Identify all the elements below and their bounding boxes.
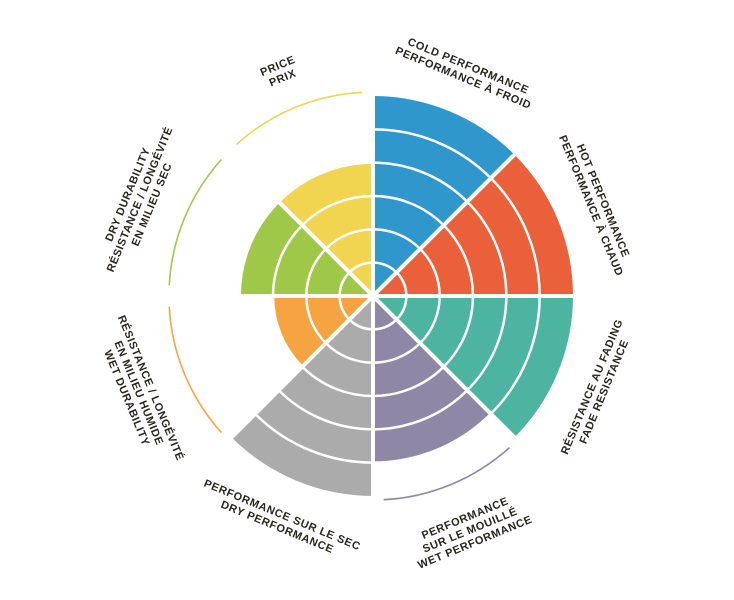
sector-divider: [226, 149, 375, 298]
label-cold-performance: COLD PERFORMANCEPERFORMANCE À FROID: [393, 33, 537, 112]
label-fade-resistance: RÉSISTANCE AU FADINGFADE RESISTANCE: [558, 317, 638, 461]
center-hub: [367, 290, 379, 302]
sector-divider: [371, 149, 520, 298]
sector-dry-performance: [231, 296, 373, 496]
sector-divider: [371, 294, 520, 443]
sector-wet-performance: [373, 296, 491, 463]
sector-wet-durability: [273, 296, 373, 367]
max-arc-price: [235, 91, 363, 145]
label-price: PRICEPRIX: [259, 54, 302, 91]
label-line: RÉSISTANCE / LONGÉVITÉ: [104, 125, 176, 274]
label-wet-durability: RÉSISTANCE / LONGÉVITÉEN MILIEU HUMIDEWE…: [91, 313, 187, 472]
label-wet-performance: PERFORMANCESUR LE MOUILLÉWET PERFORMANCE: [406, 490, 534, 572]
sector-price: [278, 162, 373, 296]
max-arc-dry-durability: [168, 158, 222, 286]
sector-cold-performance: [373, 96, 515, 296]
sector-divider: [226, 294, 375, 443]
max-arc-wet-durability: [168, 306, 222, 434]
max-arc-wet-performance: [383, 447, 511, 501]
sector-hot-performance: [373, 154, 573, 296]
sector-dry-durability: [239, 201, 373, 296]
sector-fade-resistance: [373, 296, 573, 438]
